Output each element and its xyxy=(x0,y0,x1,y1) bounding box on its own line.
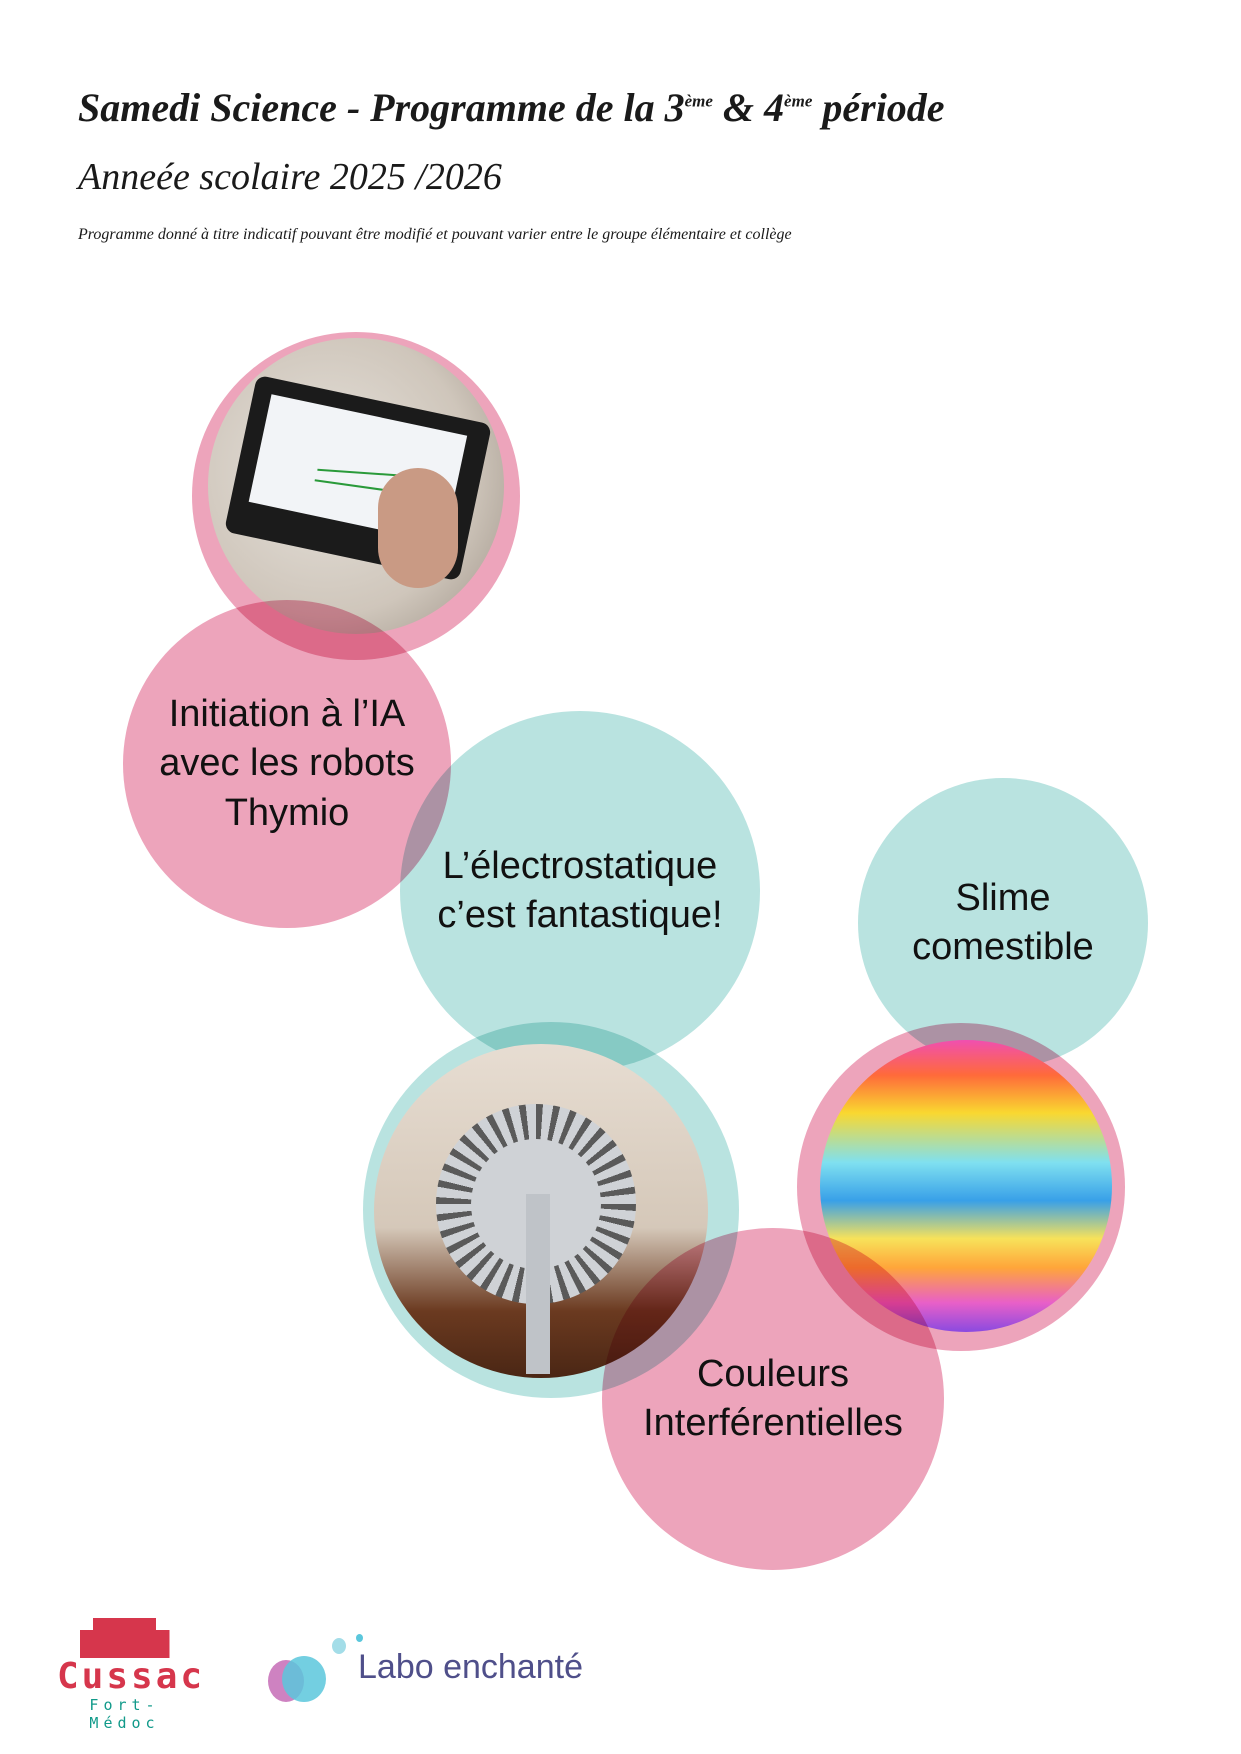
stand-icon xyxy=(526,1194,550,1374)
castle-icon xyxy=(79,1618,170,1658)
activity-label: Couleurs Interférentielles xyxy=(643,1352,903,1444)
title-text: & 4 xyxy=(712,85,785,130)
disclaimer-note: Programme donné à titre indicatif pouvan… xyxy=(78,226,792,243)
title-sup: ème xyxy=(684,91,713,111)
activity-label: Initiation à l’IA avec les robots Thymio xyxy=(159,692,415,834)
activity-label: L’électrostatique c’est fantastique! xyxy=(437,844,723,936)
bubbles-icon xyxy=(268,1632,363,1702)
cussac-logo: Cussac Fort-Médoc xyxy=(57,1618,206,1732)
wimshurst-machine-photo xyxy=(374,1044,708,1378)
labo-enchante-logo: Labo enchanté xyxy=(268,1632,583,1702)
title-text: période xyxy=(812,85,945,130)
activity-electrostatique: L’électrostatique c’est fantastique! xyxy=(400,711,760,1071)
hand-icon xyxy=(378,468,458,588)
activity-couleurs-interferentielles: Couleurs Interférentielles xyxy=(602,1228,944,1570)
activity-slime: Slime comestible xyxy=(858,778,1148,1068)
activity-ia-thymio: Initiation à l’IA avec les robots Thymio xyxy=(123,600,451,928)
cussac-subtitle: Fort-Médoc xyxy=(89,1695,160,1732)
page-subtitle: Anneée scolaire 2025 /2026 xyxy=(78,156,502,198)
labo-name: Labo enchanté xyxy=(358,1647,583,1686)
cussac-name: Cussac xyxy=(57,1656,206,1697)
page-title: Samedi Science - Programme de la 3ème & … xyxy=(78,84,945,131)
title-sup: ème xyxy=(784,91,813,111)
activity-label: Slime comestible xyxy=(912,876,1094,968)
title-text: Samedi Science - Programme de la 3 xyxy=(78,85,685,130)
tablet-photo xyxy=(208,338,504,634)
